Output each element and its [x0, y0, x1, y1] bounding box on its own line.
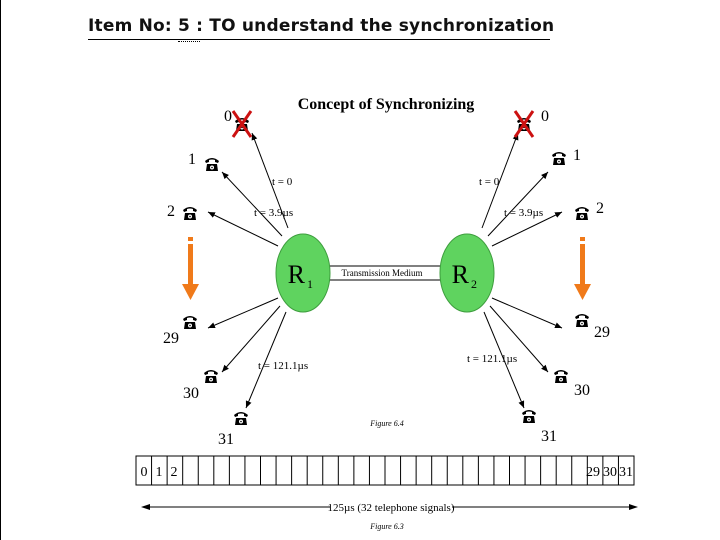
- arrow-left-31: [245, 311, 287, 409]
- left-signal-arrows: [207, 132, 289, 409]
- telephone-icon: [575, 207, 589, 220]
- time-label-right-t1: t = 3.9µs: [504, 207, 543, 219]
- phone-label-right-31: 31: [541, 428, 557, 445]
- arrow-left-1: [221, 171, 283, 237]
- figure-caption-bottom: Figure 6.3: [369, 522, 403, 531]
- time-label-right-t31: t = 121.1µs: [467, 353, 517, 365]
- router-right-label: R: [452, 260, 470, 289]
- frame-slot-2: 2: [171, 465, 178, 480]
- telephone-icon: [552, 152, 566, 165]
- time-label-left-t1: t = 3.9µs: [254, 207, 293, 219]
- slide-title: Item No: 5 : TO understand the synchroni…: [88, 16, 555, 36]
- phone-label-left-2: 2: [167, 203, 175, 220]
- title-underline: [88, 39, 550, 40]
- phone-label-right-30: 30: [574, 382, 590, 399]
- red-cross-icon: [231, 110, 253, 138]
- phone-label-left-31: 31: [218, 431, 234, 448]
- telephone-icon: [554, 370, 568, 383]
- right-signal-arrows: [481, 132, 563, 409]
- arrow-left-2: [207, 211, 279, 247]
- frame-strip: 0 1 2 29 30 31: [135, 455, 635, 486]
- frame-slot-0: 0: [141, 465, 148, 480]
- transmission-medium: Transmission Medium: [322, 265, 446, 281]
- diagram-heading: Concept of Synchronizing: [298, 96, 475, 113]
- arrow-right-2: [491, 211, 563, 247]
- arrow-right-1: [487, 171, 549, 237]
- telephone-icon: [183, 316, 197, 329]
- arrow-left-0: [251, 132, 289, 229]
- telephone-icon: [205, 158, 219, 171]
- arrow-left-30: [221, 305, 281, 373]
- phone-label-right-0: 0: [541, 108, 549, 125]
- phone-label-left-30: 30: [183, 385, 199, 402]
- telephone-icon: [234, 412, 248, 425]
- frame-slot-29: 29: [586, 465, 600, 480]
- router-left-label: R: [288, 260, 306, 289]
- phone-label-left-1: 1: [188, 151, 196, 168]
- medium-label: Transmission Medium: [342, 268, 423, 278]
- telephone-icon: [522, 410, 536, 423]
- phone-label-left-0: 0: [224, 108, 232, 125]
- frame-slot-1: 1: [156, 465, 163, 480]
- frame-slot-31: 31: [619, 465, 633, 480]
- telephone-icon: [575, 314, 589, 327]
- red-cross-icon: [513, 110, 535, 138]
- title-dotted-mark: [178, 41, 200, 43]
- orange-down-arrow-icon: [182, 237, 199, 300]
- router-left: R 1: [275, 233, 331, 313]
- arrow-right-30: [489, 305, 549, 373]
- time-label-left-t31: t = 121.1µs: [258, 360, 308, 372]
- phone-label-right-1: 1: [573, 147, 581, 164]
- phone-label-right-29: 29: [594, 324, 610, 341]
- arrow-right-29: [491, 297, 563, 329]
- frame-duration-label: 125µs (32 telephone signals): [327, 502, 454, 514]
- router-right-subscript: 2: [471, 277, 477, 291]
- telephone-icon: [204, 370, 218, 383]
- frame-slot-30: 30: [603, 465, 617, 480]
- frame-duration: 125µs (32 telephone signals): [141, 502, 638, 514]
- phone-label-right-2: 2: [596, 200, 604, 217]
- arrow-right-0: [481, 132, 519, 229]
- orange-down-arrow-icon: [574, 237, 591, 300]
- router-left-subscript: 1: [307, 277, 313, 291]
- arrow-left-29: [207, 297, 279, 329]
- time-label-right-t0: t = 0: [479, 176, 500, 188]
- figure-caption-top: Figure 6.4: [369, 419, 403, 428]
- slide-left-border: [0, 0, 1, 540]
- telephone-icon: [183, 207, 197, 220]
- phone-label-left-29: 29: [163, 330, 179, 347]
- router-right: R 2: [439, 233, 495, 313]
- time-label-left-t0: t = 0: [272, 176, 293, 188]
- arrow-right-31: [483, 311, 525, 409]
